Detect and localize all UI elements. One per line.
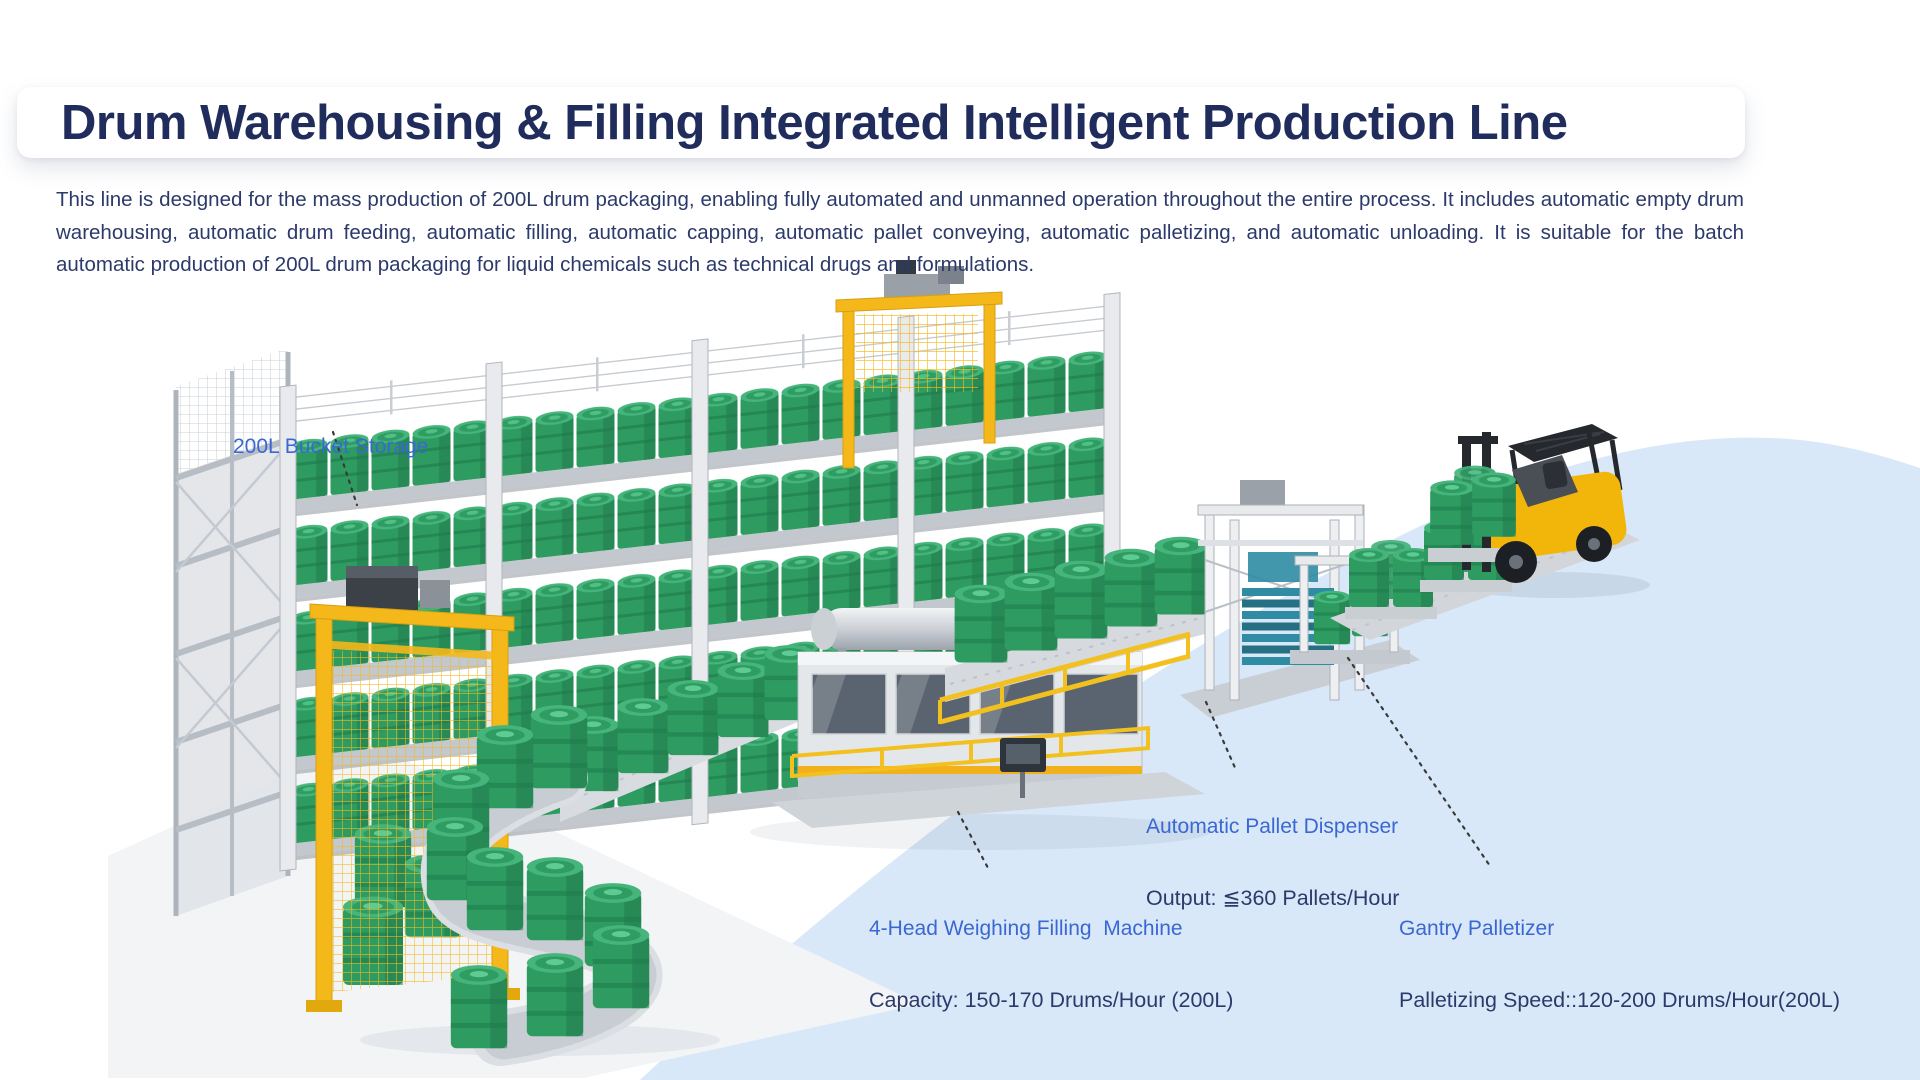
leader-pallet-dispenser xyxy=(1204,700,1238,772)
callout-spec: Palletizing Speed::120-200 Drums/Hour(20… xyxy=(1399,987,1840,1012)
callout-spec: Output: ≦360 Pallets/Hour xyxy=(1146,885,1400,910)
drum-pallet xyxy=(1345,540,1437,619)
intro-paragraph: This line is designed for the mass produ… xyxy=(56,188,1744,276)
callout-leader-lines xyxy=(331,430,1492,870)
leader-filling-machine xyxy=(956,810,990,870)
s-curve-conveyor xyxy=(420,705,663,1066)
drum-pallet xyxy=(1420,513,1512,592)
feed-conveyor xyxy=(559,645,846,822)
pallet-conveyor xyxy=(938,536,1208,725)
callout-bucket-storage: 200L Bucket Storage xyxy=(233,396,428,498)
title-card: Drum Warehousing & Filling Integrated In… xyxy=(17,87,1745,158)
carried-drum-pallet xyxy=(1428,465,1516,562)
callout-title: 4-Head Weighing Filling Machine xyxy=(869,917,1183,941)
callout-pallet-dispenser: Automatic Pallet Dispenser Output: ≦360 … xyxy=(1146,776,1399,950)
callout-title: Automatic Pallet Dispenser xyxy=(1146,815,1399,839)
background-wave xyxy=(640,437,1920,1080)
callout-gantry-palletizer: Gantry Palletizer Palletizing Speed::120… xyxy=(1399,878,1840,1052)
forklift xyxy=(1428,424,1627,583)
callout-filling-machine: 4-Head Weighing Filling Machine Capacity… xyxy=(869,878,1233,1052)
callout-spec: Capacity: 150-170 Drums/Hour (200L) xyxy=(869,987,1234,1012)
stacker-crane xyxy=(835,260,1003,469)
callout-title: 200L Bucket Storage xyxy=(233,435,429,459)
page-title: Drum Warehousing & Filling Integrated In… xyxy=(61,95,1568,150)
callout-title: Gantry Palletizer xyxy=(1399,917,1555,941)
leader-gantry-palletizer xyxy=(1346,656,1492,868)
